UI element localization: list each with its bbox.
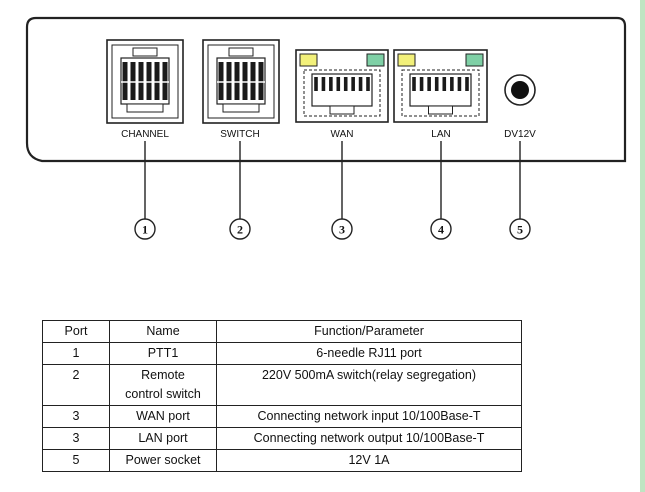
- rj45-pin: [321, 77, 326, 91]
- port-label: DV12V: [504, 129, 536, 140]
- dc-jack-hole: [511, 81, 529, 99]
- cell-port: 3: [42, 405, 110, 428]
- rj11-pin: [242, 62, 248, 100]
- cell-name: PTT1: [109, 342, 217, 365]
- rj11-pin: [234, 62, 240, 100]
- rj45-pin: [465, 77, 469, 91]
- table-row: 5 Power socket 12V 1A: [42, 449, 522, 472]
- rj11-inner-frame: [207, 44, 275, 119]
- rj45-latch: [329, 105, 355, 115]
- callout-circle: [331, 218, 353, 240]
- rj45-pin: [336, 77, 341, 91]
- cell-name: Remote control switch: [109, 364, 217, 406]
- callout-5: 5: [509, 218, 531, 240]
- rj11-pin: [250, 62, 256, 100]
- rj11-socket: [120, 57, 170, 105]
- cell-port: 3: [42, 427, 110, 450]
- rj11-latch: [228, 47, 254, 57]
- port-spec-table: Port Name Function/Parameter 1 PTT1 6-ne…: [42, 320, 522, 472]
- cell-name: WAN port: [109, 405, 217, 428]
- rj45-pin: [450, 77, 454, 91]
- cell-function: Connecting network output 10/100Base-T: [216, 427, 522, 450]
- port-lan: LAN: [393, 49, 488, 140]
- cell-port: 5: [42, 449, 110, 472]
- callout-number: 2: [237, 223, 243, 237]
- callout-3: 3: [331, 218, 353, 240]
- table-row: 3 LAN port Connecting network output 10/…: [42, 427, 522, 450]
- table-row: 1 PTT1 6-needle RJ11 port: [42, 342, 522, 365]
- link-led-yellow: [397, 53, 416, 67]
- table-row: 3 WAN port Connecting network input 10/1…: [42, 405, 522, 428]
- callout-circle: [509, 218, 531, 240]
- callout-number: 4: [438, 223, 444, 237]
- port-label: SWITCH: [220, 129, 259, 140]
- cell-function: Connecting network input 10/100Base-T: [216, 405, 522, 428]
- cell-port: 2: [42, 364, 110, 406]
- callout-4: 4: [430, 218, 452, 240]
- rj45-pin: [427, 77, 431, 91]
- rj45-pin: [434, 77, 439, 91]
- table-header-row: Port Name Function/Parameter: [42, 320, 522, 343]
- callout-circle: [430, 218, 452, 240]
- rj45-pin: [442, 77, 447, 91]
- callout-circle: [229, 218, 251, 240]
- rj11-pin: [218, 62, 224, 100]
- rj11-step: [126, 103, 164, 113]
- cell-function: 220V 500mA switch(relay segregation): [216, 364, 522, 406]
- port-panel-diagram: CHANNEL SWITCH WAN LAN DV12V 1 2 3 4 5: [25, 16, 627, 240]
- rj45-socket: [409, 73, 472, 107]
- cell-name: LAN port: [109, 427, 217, 450]
- rj11-pin: [162, 62, 168, 100]
- rj45-pin: [358, 77, 363, 91]
- rj11-socket: [216, 57, 266, 105]
- port-label: CHANNEL: [121, 129, 169, 140]
- activity-led-green: [465, 53, 484, 67]
- callout-circle: [134, 218, 156, 240]
- header-name: Name: [109, 320, 217, 343]
- rj11-pin: [258, 62, 264, 100]
- rj11-inner-frame: [111, 44, 179, 119]
- rj45-pin: [329, 77, 333, 91]
- port-dv12v: DV12V: [504, 74, 536, 140]
- port-label: WAN: [331, 129, 354, 140]
- rj11-pin: [130, 62, 136, 100]
- rj11-pin: [146, 62, 152, 100]
- callout-number: 3: [339, 223, 345, 237]
- header-port: Port: [42, 320, 110, 343]
- callout-number: 1: [142, 223, 148, 237]
- callout-1: 1: [134, 218, 156, 240]
- table-row: 2 Remote control switch 220V 500mA switc…: [42, 364, 522, 406]
- cell-function: 6-needle RJ11 port: [216, 342, 522, 365]
- rj45-pin: [419, 77, 424, 91]
- callout-2: 2: [229, 218, 251, 240]
- cell-port: 1: [42, 342, 110, 365]
- rj45-pin: [457, 77, 462, 91]
- port-switch: SWITCH: [202, 39, 280, 140]
- green-edge-strip: [640, 0, 645, 492]
- rj11-pin: [122, 62, 128, 100]
- link-led-yellow: [299, 53, 318, 67]
- cell-function: 12V 1A: [216, 449, 522, 472]
- rj11-pin: [138, 62, 144, 100]
- port-channel: CHANNEL: [106, 39, 184, 140]
- rj45-pin: [366, 77, 370, 91]
- rj45-pin: [351, 77, 355, 91]
- rj11-pin: [154, 62, 160, 100]
- header-function: Function/Parameter: [216, 320, 522, 343]
- port-label: LAN: [431, 129, 450, 140]
- rj45-pin: [343, 77, 348, 91]
- rj45-pin: [314, 77, 318, 91]
- rj11-pin: [226, 62, 232, 100]
- callout-number: 5: [517, 223, 523, 237]
- cell-name: Power socket: [109, 449, 217, 472]
- rj11-step: [222, 103, 260, 113]
- rj45-latch: [428, 105, 453, 115]
- rj45-socket: [311, 73, 373, 107]
- activity-led-green: [366, 53, 385, 67]
- port-wan: WAN: [295, 49, 389, 140]
- rj11-latch: [132, 47, 158, 57]
- rj45-pin: [412, 77, 416, 91]
